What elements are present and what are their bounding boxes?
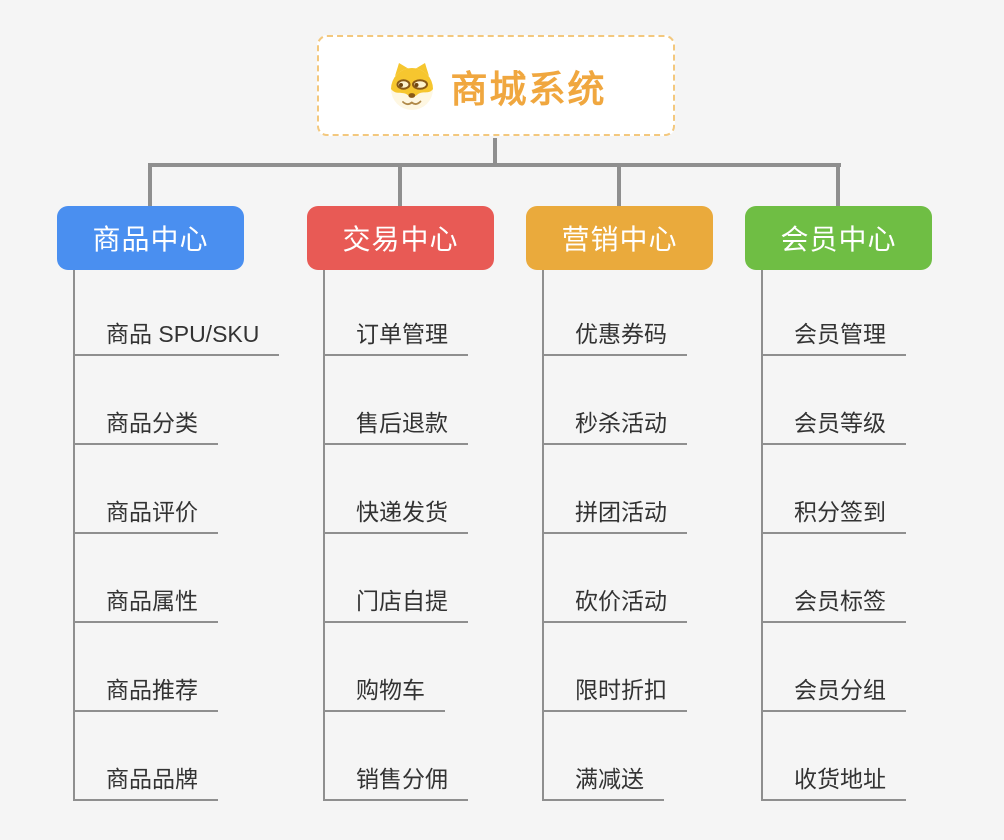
leaf-node[interactable]: 门店自提 [325, 534, 494, 623]
leaf-node[interactable]: 商品推荐 [75, 623, 244, 712]
leaf-label: 限时折扣 [544, 671, 687, 712]
branch-leaves: 优惠券码 秒杀活动 拼团活动 砍价活动 限时折扣 满减送 [542, 270, 713, 801]
leaf-label: 商品 SPU/SKU [75, 315, 280, 356]
leaf-label: 商品属性 [75, 582, 218, 623]
leaf-node[interactable]: 订单管理 [325, 270, 494, 356]
leaf-node[interactable]: 销售分佣 [325, 712, 494, 801]
branch-label: 商品中心 [92, 224, 209, 255]
leaf-label: 优惠券码 [544, 315, 687, 356]
leaf-label: 门店自提 [325, 582, 468, 623]
root-node[interactable]: 商城系统 [317, 35, 675, 136]
connector-drop-2 [398, 163, 402, 206]
leaf-node[interactable]: 会员管理 [763, 270, 932, 356]
leaf-node[interactable]: 购物车 [325, 623, 494, 712]
connector-drop-3 [617, 163, 621, 206]
leaf-label: 收货地址 [763, 760, 906, 801]
leaf-label: 商品评价 [75, 493, 218, 534]
leaf-label: 砍价活动 [544, 582, 687, 623]
leaf-node[interactable]: 商品分类 [75, 356, 244, 445]
leaf-node[interactable]: 商品品牌 [75, 712, 244, 801]
doge-icon [390, 62, 433, 110]
leaf-node[interactable]: 商品评价 [75, 445, 244, 534]
leaf-node[interactable]: 优惠券码 [544, 270, 713, 356]
connector-root-stem [493, 138, 497, 165]
leaf-node[interactable]: 限时折扣 [544, 623, 713, 712]
leaf-label: 商品分类 [75, 404, 218, 445]
branch-column-trade: 交易中心 订单管理 售后退款 快递发货 门店自提 购物车 销售分佣 [307, 206, 494, 801]
leaf-label: 积分签到 [763, 493, 906, 534]
leaf-label: 会员标签 [763, 582, 906, 623]
leaf-node[interactable]: 快递发货 [325, 445, 494, 534]
leaf-label: 售后退款 [325, 404, 468, 445]
branch-node-trade[interactable]: 交易中心 [307, 206, 494, 270]
leaf-node[interactable]: 会员等级 [763, 356, 932, 445]
leaf-label: 销售分佣 [325, 760, 468, 801]
branch-label: 交易中心 [342, 224, 459, 255]
leaf-label: 秒杀活动 [544, 404, 687, 445]
root-title: 商城系统 [450, 68, 607, 110]
branch-node-members[interactable]: 会员中心 [745, 206, 932, 270]
branch-leaves: 订单管理 售后退款 快递发货 门店自提 购物车 销售分佣 [323, 270, 494, 801]
leaf-label: 会员分组 [763, 671, 906, 712]
leaf-node[interactable]: 会员分组 [763, 623, 932, 712]
leaf-label: 订单管理 [325, 315, 468, 356]
branch-column-marketing: 营销中心 优惠券码 秒杀活动 拼团活动 砍价活动 限时折扣 满减送 [526, 206, 713, 801]
leaf-label: 商品推荐 [75, 671, 218, 712]
leaf-node[interactable]: 商品属性 [75, 534, 244, 623]
leaf-node[interactable]: 会员标签 [763, 534, 932, 623]
branch-leaves: 会员管理 会员等级 积分签到 会员标签 会员分组 收货地址 [761, 270, 932, 801]
connector-bus [148, 163, 841, 167]
leaf-node[interactable]: 拼团活动 [544, 445, 713, 534]
leaf-label: 会员等级 [763, 404, 906, 445]
leaf-label: 快递发货 [325, 493, 468, 534]
leaf-node[interactable]: 商品 SPU/SKU [75, 270, 280, 356]
leaf-label: 拼团活动 [544, 493, 687, 534]
connector-drop-4 [836, 163, 840, 206]
leaf-label: 购物车 [325, 671, 445, 712]
leaf-node[interactable]: 积分签到 [763, 445, 932, 534]
leaf-label: 会员管理 [763, 315, 906, 356]
leaf-node[interactable]: 砍价活动 [544, 534, 713, 623]
branch-node-marketing[interactable]: 营销中心 [526, 206, 713, 270]
branch-column-products: 商品中心 商品 SPU/SKU 商品分类 商品评价 商品属性 商品推荐 商品品牌 [57, 206, 280, 801]
leaf-label: 商品品牌 [75, 760, 218, 801]
branch-label: 会员中心 [780, 224, 897, 255]
connector-drop-1 [148, 163, 152, 206]
leaf-node[interactable]: 收货地址 [763, 712, 932, 801]
branch-column-members: 会员中心 会员管理 会员等级 积分签到 会员标签 会员分组 收货地址 [745, 206, 932, 801]
branch-label: 营销中心 [561, 224, 678, 255]
leaf-node[interactable]: 满减送 [544, 712, 713, 801]
leaf-node[interactable]: 售后退款 [325, 356, 494, 445]
branch-leaves: 商品 SPU/SKU 商品分类 商品评价 商品属性 商品推荐 商品品牌 [73, 270, 280, 801]
leaf-label: 满减送 [544, 760, 664, 801]
branch-node-products[interactable]: 商品中心 [57, 206, 244, 270]
leaf-node[interactable]: 秒杀活动 [544, 356, 713, 445]
